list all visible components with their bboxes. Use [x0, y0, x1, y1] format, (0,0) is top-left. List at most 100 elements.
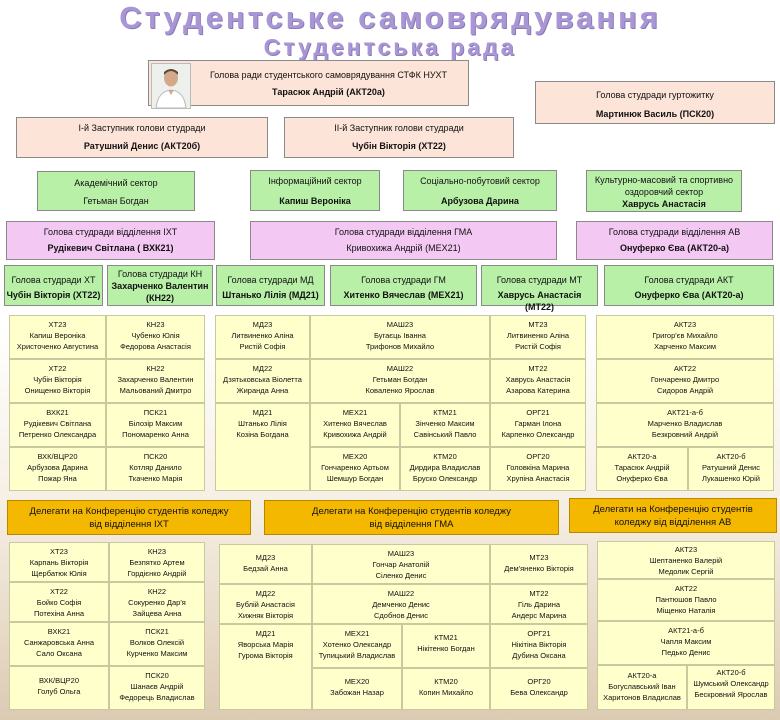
spec-name: Онуферко Єва (АКТ20-а)	[634, 290, 744, 301]
member-name: Тупицький Владислав	[318, 650, 396, 660]
sector-role: Академічний сектор	[74, 178, 158, 188]
group-code: АКТ20-а	[627, 671, 657, 680]
member-name: Козіна Богдана	[236, 429, 289, 439]
group-code: МАШ22	[387, 589, 415, 598]
group-code: ПСК20	[143, 452, 168, 461]
member-name: Бева Олександр	[510, 687, 568, 697]
sector-name: Гетьман Богдан	[83, 196, 149, 207]
member-name: Федорець Владислав	[119, 692, 195, 702]
member-name: Марченко Владислав	[647, 418, 723, 428]
member-name: Забожан Назар	[330, 687, 384, 697]
sector-info: Інформаційний сектор Капиш Вероніка	[250, 170, 380, 211]
group-code: ОРГ20	[526, 452, 550, 461]
spec-role: Голова студради АКТ	[644, 275, 734, 285]
group-code: МД23	[252, 320, 273, 329]
deputy1-box: І-й Заступник голови студради Ратушний Д…	[16, 117, 268, 158]
member-name: Хаврусь Анастасія	[505, 374, 571, 384]
member-name: Сало Оксана	[36, 648, 82, 658]
member-name: Головкіна Марина	[506, 462, 570, 472]
sector-name: Капиш Вероніка	[279, 196, 351, 207]
member-name: Савінський Павло	[413, 429, 477, 439]
member-name: Хрупіна Анастасія	[506, 473, 570, 483]
group-code: АКТ23	[674, 545, 698, 554]
member-name: Шептаненко Валерій	[649, 555, 723, 565]
member-name: Медолик Сергій	[658, 566, 714, 576]
member-name: Зайцева Анна	[132, 608, 182, 618]
member-name: Пожар Яна	[38, 473, 77, 483]
member-name: Сіленко Денис	[375, 570, 427, 580]
member-name: Григор'єв Михайло	[652, 330, 718, 340]
member-name: Богуславський Іван	[608, 681, 676, 691]
spec-head-kn: Голова студради КН Захарченко Валентин (…	[107, 265, 213, 306]
group-code: МЕХ20	[342, 452, 368, 461]
group-code: АКТ22	[673, 364, 697, 373]
spec-name: Хаврусь Анастасія (МТ22)	[497, 290, 582, 313]
member-name: Карпань Вікторія	[29, 557, 89, 567]
member-name: Коваленко Ярослав	[365, 385, 435, 395]
group-code: МЕХ21	[342, 408, 368, 417]
dept-role: Голова студради відділення ГМА	[334, 227, 473, 237]
sector-academic: Академічний сектор Гетьман Богдан	[37, 171, 195, 211]
member-name: Гетьман Богдан	[372, 374, 428, 384]
spec-name: Хитенко Вячеслав (МЕХ21)	[343, 290, 464, 301]
member-name: Чубін Вікторія	[33, 374, 82, 384]
member-name: Гончаренко Артьом	[321, 462, 389, 472]
spec-name: Штанько Лілія (МД21)	[222, 290, 319, 301]
sector-role: Культурно-масовий та спортивно оздоровчи…	[594, 175, 734, 198]
member-name: Шемшур Богдан	[326, 473, 384, 483]
group-code: ПСК20	[145, 671, 169, 680]
member-name: Гордієнко Андрій	[127, 568, 187, 578]
group-code: АКТ21-а-б	[668, 626, 704, 635]
deputy2-name: Чубін Вікторія (ХТ22)	[352, 141, 446, 152]
group-code: МАШ23	[386, 320, 414, 329]
member-name: Андерс Марина	[511, 610, 567, 620]
group-code: АКТ22	[674, 584, 698, 593]
group-code: КТМ20	[434, 677, 458, 686]
group-code: ПСК21	[145, 627, 169, 636]
member-name: Бруско Олександр	[412, 473, 478, 483]
group-code: МД23	[255, 553, 276, 562]
member-name: Трифонов Михайло	[365, 341, 435, 351]
member-name: Безпятко Артем	[129, 557, 185, 567]
member-name: Жиранда Анна	[236, 385, 289, 395]
member-name: Безкровний Андрій	[651, 429, 719, 439]
group-code: КН23	[146, 320, 165, 329]
group-code: ХТ23	[48, 320, 67, 329]
member-name: Котляр Данило	[129, 462, 182, 472]
member-name: Ристій Софія	[515, 341, 561, 351]
member-name: Капиш Вероніка	[29, 330, 86, 340]
dept-gma: Голова студради відділення ГМА Кривохижа…	[250, 221, 557, 260]
delegates-av-header: Делегати на Конференцію студентів коледж…	[569, 498, 777, 533]
member-name: Захарченко Валентин	[117, 374, 194, 384]
group-code: ОРГ21	[526, 408, 550, 417]
group-code: ВХК21	[46, 408, 69, 417]
delegates-iht-header: Делегати на Конференцію студентів коледж…	[7, 500, 251, 535]
member-name: Чапля Максим	[660, 636, 712, 646]
member-name: Мальований Дмитро	[119, 385, 192, 395]
member-name: Дем'яненко Вікторія	[504, 563, 574, 573]
deputy2-role: ІІ-й Заступник голови студради	[334, 123, 464, 133]
spec-role: Голова студради МД	[227, 275, 314, 285]
member-name: Пантюшов Павло	[655, 594, 717, 604]
member-name: Гіль Дарина	[517, 599, 561, 609]
member-name: Хитенко Вячеслав	[323, 418, 387, 428]
sector-name: Хаврусь Анастасія	[622, 199, 706, 210]
